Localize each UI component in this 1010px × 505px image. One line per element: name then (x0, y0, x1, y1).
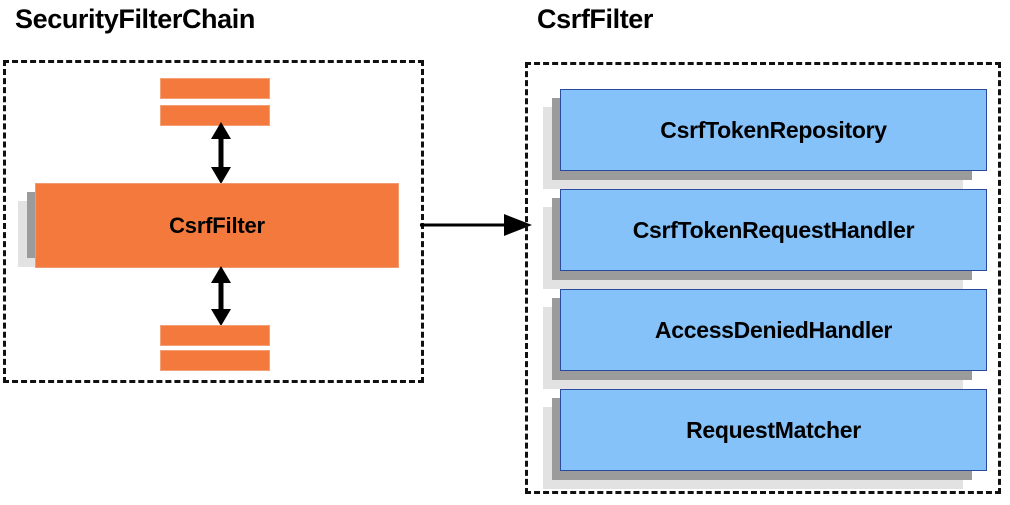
collaborator-label: AccessDeniedHandler (654, 316, 893, 343)
collaborator-face: CsrfTokenRepository (560, 89, 987, 171)
filter-bar-above-1 (160, 78, 270, 99)
chain-arrow-downward-icon (211, 266, 231, 326)
collaborator-box-request-matcher[interactable]: RequestMatcher (543, 389, 1003, 501)
collaborator-box-csrf-token-repository[interactable]: CsrfTokenRepository (543, 89, 1003, 201)
collaborator-face: AccessDeniedHandler (560, 289, 987, 371)
filter-bar-above-2 (160, 105, 270, 126)
chain-arrow-upward-icon (211, 122, 231, 184)
collaborator-face: RequestMatcher (560, 389, 987, 471)
right-panel-title: CsrfFilter (537, 4, 654, 34)
csrf-filter-box[interactable]: CsrfFilter (18, 183, 416, 291)
filter-bar-below-2 (160, 350, 270, 371)
collaborator-box-csrf-token-request-handler[interactable]: CsrfTokenRequestHandler (543, 189, 1003, 301)
collaborator-box-access-denied-handler[interactable]: AccessDeniedHandler (543, 289, 1003, 401)
filter-bar-below-1 (160, 325, 270, 346)
collaborator-label: CsrfTokenRepository (660, 116, 887, 143)
security-filter-chain-panel (3, 60, 424, 383)
expansion-arrow-icon (420, 214, 532, 236)
csrf-filter-label: CsrfFilter (169, 212, 265, 238)
csrf-filter-detail-panel (525, 62, 1001, 494)
collaborator-face: CsrfTokenRequestHandler (560, 189, 987, 271)
collaborator-label: CsrfTokenRequestHandler (632, 216, 915, 243)
csrf-filter-face: CsrfFilter (35, 183, 399, 268)
left-panel-title: SecurityFilterChain (15, 4, 255, 34)
collaborator-label: RequestMatcher (686, 416, 861, 443)
